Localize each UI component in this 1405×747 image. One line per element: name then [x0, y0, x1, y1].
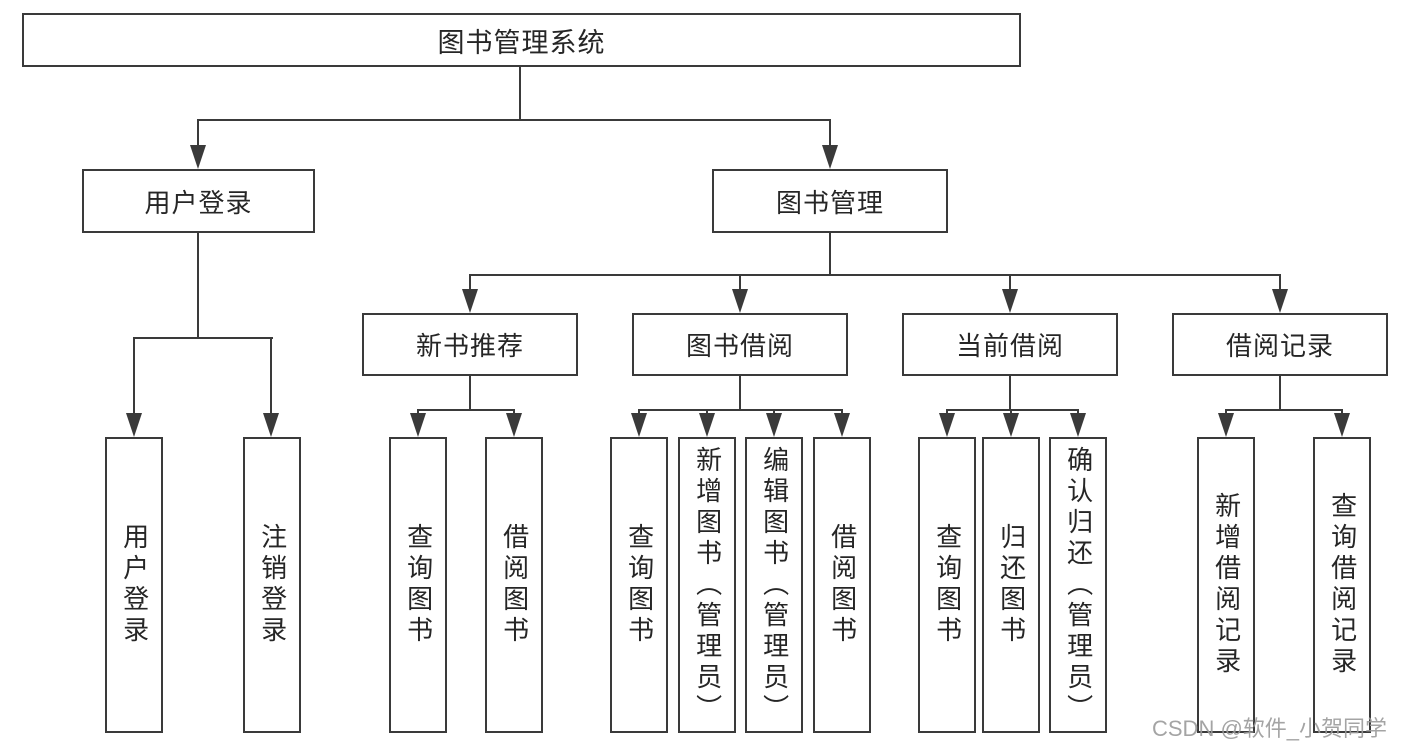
leaf-add-borrow-record-label: 新增借阅记录 — [1211, 492, 1242, 678]
arrow-to-book-borrowing — [732, 274, 748, 313]
arrow-to-leaf-query-borrow-record — [1334, 409, 1350, 437]
arrow-to-leaf-add-books-admin — [699, 409, 715, 437]
leaf-query-books-newrec-label: 查询图书 — [403, 523, 434, 647]
node-book-management: 图书管理 — [712, 169, 948, 233]
leaf-borrow-books-newrec: 借阅图书 — [485, 437, 543, 733]
node-borrow-records-label: 借阅记录 — [1225, 331, 1334, 361]
arrow-to-leaf-add-borrow-record — [1218, 409, 1234, 437]
leaf-query-books-borrow-label: 查询图书 — [624, 523, 655, 647]
arrow-to-leaf-borrow-books-borrow — [834, 409, 850, 437]
leaf-confirm-return-admin-label: 确认归还（管理员） — [1063, 445, 1094, 725]
node-borrow-records: 借阅记录 — [1172, 313, 1388, 376]
arrow-to-leaf-query-books-newrec — [410, 409, 426, 437]
connector-borrow-records-distributor-line — [1225, 409, 1343, 411]
leaf-query-books-borrow: 查询图书 — [610, 437, 668, 733]
leaf-edit-books-admin: 编辑图书（管理员） — [745, 437, 803, 733]
node-new-book-recommend-label: 新书推荐 — [415, 331, 524, 361]
node-current-borrowing: 当前借阅 — [902, 313, 1118, 376]
connector-current-borrowing-distributor-line — [946, 409, 1079, 411]
arrow-to-book-management — [822, 119, 838, 169]
connector-current-borrowing-drop-line — [1009, 376, 1011, 409]
node-book-borrowing: 图书借阅 — [632, 313, 848, 376]
leaf-add-borrow-record: 新增借阅记录 — [1197, 437, 1255, 733]
leaf-query-books-current: 查询图书 — [918, 437, 976, 733]
arrow-to-new-book-recommend — [462, 274, 478, 313]
leaf-user-login-label: 用户登录 — [119, 523, 150, 647]
leaf-user-login: 用户登录 — [105, 437, 163, 733]
arrow-to-leaf-edit-books-admin — [766, 409, 782, 437]
leaf-query-borrow-record-label: 查询借阅记录 — [1327, 492, 1358, 678]
leaf-return-books: 归还图书 — [982, 437, 1040, 733]
csdn-watermark: CSDN @软件_小贺同学 — [1152, 716, 1388, 741]
connector-book-borrowing-distributor-line — [638, 409, 843, 411]
connector-user-login-distributor-line — [133, 337, 273, 339]
connector-user-login-drop-line — [197, 233, 199, 337]
leaf-borrow-books-newrec-label: 借阅图书 — [499, 523, 530, 647]
arrow-to-leaf-borrow-books-newrec — [506, 409, 522, 437]
connector-borrow-records-drop-line — [1279, 376, 1281, 409]
leaf-borrow-books-borrow: 借阅图书 — [813, 437, 871, 733]
connector-new-book-recommend-distributor-line — [417, 409, 515, 411]
connector-book-management-drop-line — [829, 233, 831, 274]
connector-root-drop-line — [519, 66, 521, 119]
leaf-add-books-admin: 新增图书（管理员） — [678, 437, 736, 733]
leaf-return-books-label: 归还图书 — [996, 523, 1027, 647]
leaf-query-books-current-label: 查询图书 — [932, 523, 963, 647]
leaf-logout: 注销登录 — [243, 437, 301, 733]
node-book-management-label: 图书管理 — [775, 187, 884, 218]
arrow-to-leaf-confirm-return-admin — [1070, 409, 1086, 437]
leaf-borrow-books-borrow-label: 借阅图书 — [827, 523, 858, 647]
leaf-add-books-admin-label: 新增图书（管理员） — [692, 445, 723, 725]
node-library-management-system: 图书管理系统 — [22, 13, 1021, 67]
node-current-borrowing-label: 当前借阅 — [955, 331, 1064, 361]
arrow-to-user-login — [190, 119, 206, 169]
arrow-to-leaf-return-books — [1003, 409, 1019, 437]
arrow-to-current-borrowing — [1002, 274, 1018, 313]
connector-book-borrowing-drop-line — [739, 376, 741, 409]
connector-book-management-distributor-line — [469, 274, 1281, 276]
connector-root-distributor-line — [197, 119, 831, 121]
leaf-query-borrow-record: 查询借阅记录 — [1313, 437, 1371, 733]
arrow-to-leaf-query-books-current — [939, 409, 955, 437]
leaf-query-books-newrec: 查询图书 — [389, 437, 447, 733]
leaf-confirm-return-admin: 确认归还（管理员） — [1049, 437, 1107, 733]
node-user-login-label: 用户登录 — [144, 187, 253, 218]
connector-new-book-recommend-drop-line — [469, 376, 471, 409]
node-book-borrowing-label: 图书借阅 — [685, 331, 794, 361]
arrow-to-leaf-query-books-borrow — [631, 409, 647, 437]
arrow-to-leaf-user-login — [126, 337, 142, 437]
node-new-book-recommend: 新书推荐 — [362, 313, 578, 376]
leaf-logout-label: 注销登录 — [257, 523, 288, 647]
arrow-to-borrow-records — [1272, 274, 1288, 313]
node-user-login: 用户登录 — [82, 169, 315, 233]
node-library-management-system-label: 图书管理系统 — [437, 27, 606, 58]
arrow-to-leaf-logout — [263, 337, 279, 437]
leaf-edit-books-admin-label: 编辑图书（管理员） — [759, 445, 790, 725]
